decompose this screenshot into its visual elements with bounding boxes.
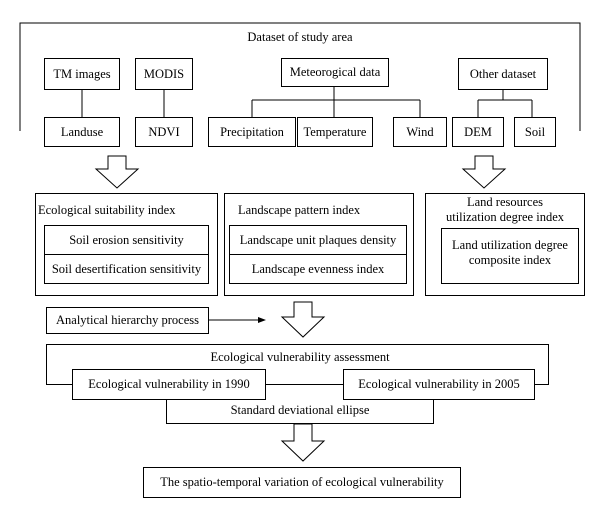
modis-label: MODIS: [143, 66, 185, 81]
ahp-label: Analytical hierarchy process: [56, 313, 199, 327]
meteorological-box: Meteorogical data: [281, 58, 389, 87]
arrow-dem-to-landresources: [461, 155, 507, 189]
vulnerability-2005-label: Ecological vulnerability in 2005: [358, 377, 520, 391]
landscape-pattern-title: Landscape pattern index: [238, 203, 361, 217]
other-dataset-box: Other dataset: [458, 58, 548, 90]
precipitation-label: Precipitation: [220, 124, 284, 139]
soil-erosion-label: Soil erosion sensitivity: [69, 232, 184, 247]
vulnerability-2005-box: Ecological vulnerability in 2005: [343, 369, 535, 400]
ahp-box: Analytical hierarchy process: [46, 307, 209, 334]
arrow-to-result: [280, 423, 326, 462]
ecological-suitability-title: Ecological suitability index: [38, 203, 176, 217]
land-resources-title: Land resources utilization degree index: [430, 195, 580, 225]
landuse-label: Landuse: [60, 124, 104, 139]
result-label: The spatio-temporal variation of ecologi…: [160, 475, 444, 489]
landscape-density-box: Landscape unit plaques density: [229, 225, 407, 255]
land-resources-title-line1: Land resources: [466, 195, 543, 209]
wind-label: Wind: [406, 124, 434, 139]
result-box: The spatio-temporal variation of ecologi…: [143, 467, 461, 498]
vulnerability-1990-box: Ecological vulnerability in 1990: [72, 369, 266, 400]
soil-box: Soil: [514, 117, 556, 147]
soil-label: Soil: [524, 124, 546, 139]
land-utilization-line2: composite index: [468, 253, 552, 267]
assessment-title: Ecological vulnerability assessment: [210, 350, 390, 364]
wind-box: Wind: [393, 117, 447, 147]
tm-images-label: TM images: [53, 66, 111, 81]
landscape-density-label: Landscape unit plaques density: [239, 232, 397, 247]
vulnerability-1990-label: Ecological vulnerability in 1990: [88, 377, 250, 391]
soil-erosion-box: Soil erosion sensitivity: [44, 225, 209, 255]
soil-desertification-box: Soil desertification sensitivity: [44, 254, 209, 284]
soil-desertification-label: Soil desertification sensitivity: [51, 261, 202, 276]
meteorological-label: Meteorogical data: [289, 65, 381, 79]
land-resources-title-line2: utilization degree index: [445, 210, 564, 224]
arrow-to-assessment: [280, 301, 326, 338]
landscape-evenness-label: Landscape evenness index: [251, 261, 385, 276]
precipitation-box: Precipitation: [208, 117, 296, 147]
temperature-label: Temperature: [303, 124, 367, 139]
landscape-evenness-box: Landscape evenness index: [229, 254, 407, 284]
temperature-box: Temperature: [297, 117, 373, 147]
modis-box: MODIS: [135, 58, 193, 90]
dataset-title: Dataset of study area: [247, 30, 353, 44]
ndvi-box: NDVI: [135, 117, 193, 147]
ellipse-label: Standard deviational ellipse: [230, 403, 370, 417]
landuse-box: Landuse: [44, 117, 120, 147]
other-dataset-label: Other dataset: [469, 66, 537, 81]
dem-box: DEM: [452, 117, 504, 147]
tm-images-box: TM images: [44, 58, 120, 90]
land-utilization-box: Land utilization degree composite index: [441, 228, 579, 284]
ndvi-label: NDVI: [148, 124, 180, 139]
dataset-frame: [19, 22, 581, 131]
land-utilization-line1: Land utilization degree: [452, 238, 568, 252]
dem-label: DEM: [464, 124, 492, 139]
ahp-pointer-head: [258, 317, 266, 323]
arrow-landuse-to-ecological: [94, 155, 140, 189]
